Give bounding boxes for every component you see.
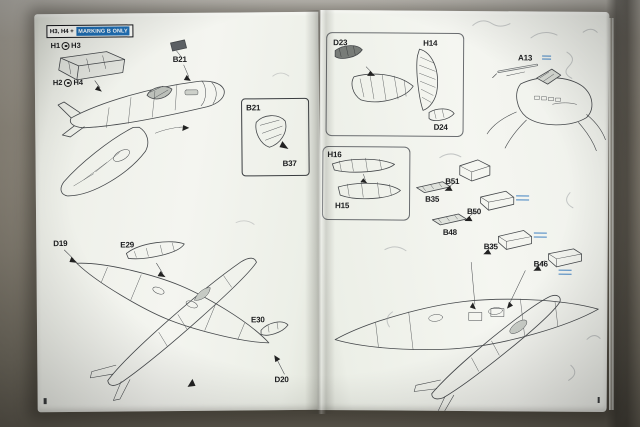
option-pair-h2-h4: H2 H4 bbox=[53, 78, 83, 87]
part-label: H2 bbox=[52, 78, 63, 88]
marking-note: H3, H4 + MARKING B ONLY bbox=[46, 24, 134, 39]
callout-b51: B51 bbox=[445, 176, 460, 186]
page-corner-mark bbox=[43, 398, 47, 405]
table-edge-shadow bbox=[606, 0, 640, 427]
callout-b37: B37 bbox=[282, 158, 297, 169]
callout-e30: E30 bbox=[250, 315, 265, 325]
wing-assembly-drawing bbox=[64, 241, 289, 401]
callout-d20: D20 bbox=[274, 375, 289, 385]
a13-part-drawing bbox=[492, 63, 538, 79]
blue-annotation bbox=[533, 232, 547, 238]
nose-assembly-drawing bbox=[486, 68, 606, 152]
part-label: H4 bbox=[73, 77, 84, 87]
part-label: H3 bbox=[71, 40, 81, 50]
callout-b46: B46 bbox=[533, 259, 548, 269]
left-page: H3, H4 + MARKING B ONLY H1 H3 H2 H4 B21 … bbox=[34, 11, 322, 413]
cockpit-part-drawing bbox=[58, 51, 126, 92]
callout-h15: H15 bbox=[335, 201, 350, 211]
callout-b21-inset: B21 bbox=[246, 103, 261, 113]
blue-annotation bbox=[542, 55, 552, 60]
callout-b35-lower: B35 bbox=[483, 242, 498, 252]
right-page-artwork bbox=[331, 20, 606, 413]
pencil-marks bbox=[235, 72, 290, 225]
fuselage-assembly-drawing bbox=[57, 64, 225, 197]
part-label: H1 bbox=[50, 41, 61, 51]
callout-a13: A13 bbox=[518, 53, 533, 63]
option-symbol-icon bbox=[61, 41, 70, 50]
callout-d24: D24 bbox=[433, 122, 448, 132]
callout-b48: B48 bbox=[442, 227, 457, 237]
callout-b21: B21 bbox=[172, 54, 187, 65]
callout-d19: D19 bbox=[53, 238, 68, 249]
right-page: D23 H14 D24 A13 H16 H15 B51 B35 B50 B48 … bbox=[317, 9, 610, 413]
marking-note-parts: H3, H4 + bbox=[49, 28, 74, 35]
parts-group-box bbox=[325, 32, 465, 137]
instruction-booklet: H3, H4 + MARKING B ONLY H1 H3 H2 H4 B21 … bbox=[34, 9, 614, 414]
callout-h14: H14 bbox=[423, 38, 438, 48]
callout-b50: B50 bbox=[466, 207, 482, 217]
callout-b35-upper: B35 bbox=[425, 194, 440, 204]
blue-annotation bbox=[558, 269, 572, 275]
option-pair-h1-h3: H1 H3 bbox=[51, 41, 81, 50]
blue-annotation bbox=[516, 195, 530, 201]
pencil-marks bbox=[384, 20, 601, 381]
marking-note-badge: MARKING B ONLY bbox=[76, 26, 130, 36]
flap-parts-drawing bbox=[334, 45, 455, 121]
page-corner-mark bbox=[597, 396, 600, 403]
option-symbol-icon bbox=[63, 78, 72, 87]
small-part-drawing bbox=[170, 39, 187, 57]
left-page-artwork bbox=[57, 39, 290, 401]
lower-aircraft-drawing bbox=[334, 261, 599, 413]
h-parts-drawing bbox=[331, 157, 401, 200]
radiator-parts-drawing bbox=[416, 159, 583, 271]
inset-detail-drawing bbox=[255, 115, 289, 150]
callout-d23: D23 bbox=[333, 38, 348, 48]
callout-e29: E29 bbox=[120, 240, 134, 250]
callout-h16: H16 bbox=[327, 150, 342, 160]
